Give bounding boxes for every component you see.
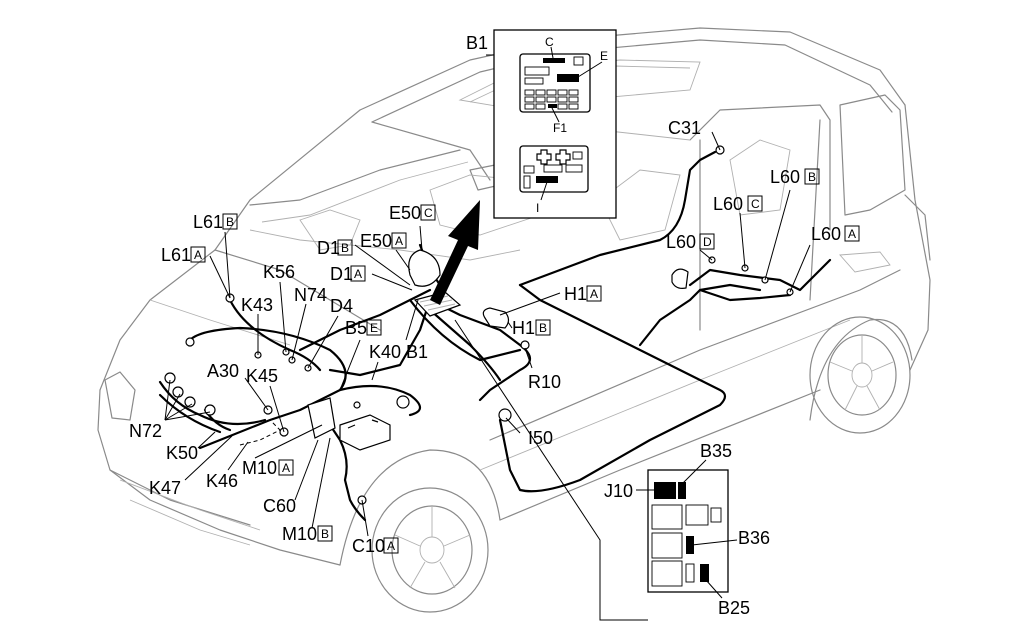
label-d1-a-box: A [354,267,362,281]
ecu-icon [307,397,336,439]
label-m10-b: M10 [282,524,317,544]
label-l60-d: L60 [666,232,696,252]
label-h1-a-box: A [590,287,598,301]
relay-box-inset [636,459,738,599]
label-k43: K43 [241,295,273,315]
label-e50-c-box: C [424,206,433,220]
label-b1-mid: B1 [406,342,428,362]
label-d1-b: D1 [317,238,340,258]
label-c10-a-box: A [387,539,395,553]
pointer-arrow-icon [430,200,480,305]
component-labels: B1 C E F1 I C31 L60 B L60 C L60 D L60 A … [129,33,860,618]
l60-component-icon [671,268,689,289]
label-j10: J10 [604,481,633,501]
label-b1-top: B1 [466,33,488,53]
label-d4: D4 [330,296,353,316]
label-m10-a-box: A [282,461,290,475]
label-h1-a: H1 [564,284,587,304]
label-d1-b-box: B [341,241,349,255]
h1-component-icon [482,307,510,329]
label-k45: K45 [246,366,278,386]
label-k46: K46 [206,471,238,491]
label-l60-a: L60 [811,224,841,244]
label-c60: C60 [263,496,296,516]
label-c31: C31 [668,118,701,138]
fuse-label-f1: F1 [553,121,567,135]
label-l60-c-box: C [751,197,760,211]
label-l60-c: L60 [713,194,743,214]
label-l60-a-box: A [848,227,856,241]
label-l61-a: L61 [161,245,191,265]
label-a30: A30 [207,361,239,381]
label-d1-a: D1 [330,264,353,284]
label-h1-b: H1 [512,318,535,338]
label-k50: K50 [166,443,198,463]
label-m10-a: M10 [242,458,277,478]
label-k56: K56 [263,262,295,282]
label-b5-e: B5 [345,318,367,338]
label-i50: I50 [528,428,553,448]
label-b25: B25 [718,598,750,618]
label-l61-a-box: A [194,248,202,262]
fuse-label-i: I [536,201,539,215]
label-l60-b-box: B [808,170,816,184]
battery-icon [339,414,391,451]
label-b35: B35 [700,441,732,461]
k40-connector-icon [396,395,410,409]
label-c10-a: C10 [352,536,385,556]
label-b36: B36 [738,528,770,548]
fuse-label-c: C [545,35,554,49]
label-k40: K40 [369,342,401,362]
label-m10-b-box: B [321,527,329,541]
label-l60-b: L60 [770,167,800,187]
label-h1-b-box: B [539,321,547,335]
label-b5-e-box: E [370,321,378,335]
label-l61-b-box: B [226,215,234,229]
label-l60-d-box: D [703,235,712,249]
label-e50-a-box: A [395,234,403,248]
label-k47: K47 [149,478,181,498]
e50-component-icon [408,249,441,287]
i50-connector-icon [498,408,512,422]
leader-lines [164,54,811,621]
wiring-harness [158,150,832,522]
label-n72: N72 [129,421,162,441]
car-body-outline [97,27,931,613]
r10-connector-icon [520,340,530,350]
label-e50-c: E50 [389,203,421,223]
label-l61-b: L61 [193,212,223,232]
label-e50-a: E50 [360,231,392,251]
fuse-label-e: E [600,49,608,63]
label-r10: R10 [528,372,561,392]
fuse-box-inset [493,29,617,219]
components [164,145,794,505]
label-n74: N74 [294,285,327,305]
